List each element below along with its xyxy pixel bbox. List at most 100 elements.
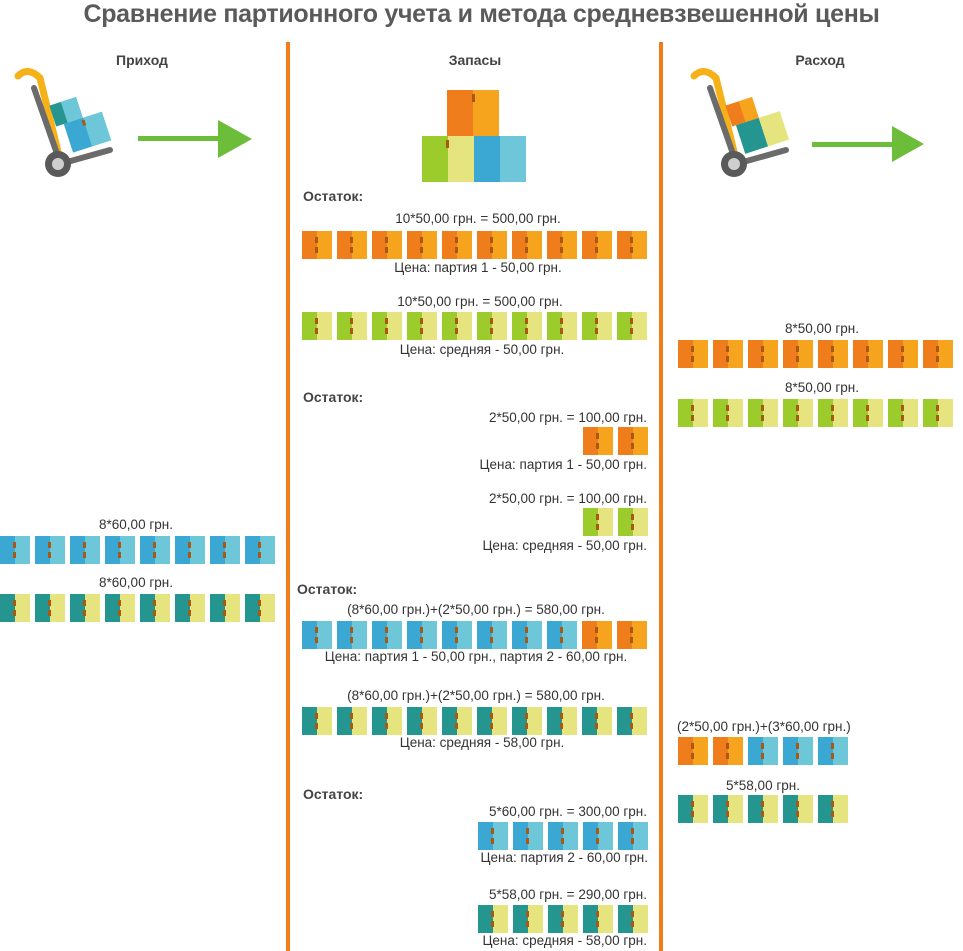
box-teal: [582, 707, 612, 735]
box-green: [302, 312, 332, 340]
stock-avg-price: Цена: средняя - 58,00 грн.: [482, 933, 647, 948]
outgoing-avg-label: 8*50,00 грн.: [785, 380, 859, 395]
column-heading-outgoing: Расход: [795, 52, 845, 68]
page-title: Сравнение партионного учета и метода сре…: [83, 0, 880, 28]
box-blue: [513, 822, 543, 850]
box-blue: [302, 621, 332, 649]
box-blue: [70, 536, 100, 564]
stock-avg-formula: 5*58,00 грн. = 290,00 грн.: [489, 887, 647, 902]
box-green: [748, 399, 778, 427]
box-green: [547, 312, 577, 340]
box-orange: [748, 340, 778, 368]
arrow-head-icon: [218, 120, 252, 158]
stock-batch-price: Цена: партия 1 - 50,00 грн., партия 2 - …: [324, 649, 628, 664]
arrow-right-icon: [812, 142, 900, 147]
box-blue: [583, 822, 613, 850]
box-row: [678, 795, 853, 823]
hand-truck-icon: [14, 68, 113, 177]
box-teal: [713, 795, 743, 823]
box-teal: [105, 594, 135, 622]
box-green: [923, 399, 953, 427]
box-teal: [337, 707, 367, 735]
stock-avg-formula: 2*50,00 грн. = 100,00 грн.: [489, 491, 647, 506]
box-blue: [337, 621, 367, 649]
box-blue: [618, 822, 648, 850]
stock-avg-price: Цена: средняя - 50,00 грн.: [399, 342, 565, 357]
box-orange: [713, 340, 743, 368]
box-green: [888, 399, 918, 427]
outgoing-avg-label: 5*58,00 грн.: [726, 778, 800, 793]
box-teal: [617, 707, 647, 735]
box-row: [478, 905, 653, 933]
remainder-heading: Остаток:: [303, 786, 364, 802]
box-orange: [678, 737, 708, 765]
box-row: [0, 594, 280, 622]
stock-batch-price: Цена: партия 2 - 60,00 грн.: [480, 850, 648, 865]
stock-avg-formula: (8*60,00 грн.)+(2*50,00 грн.) = 580,00 г…: [347, 688, 605, 703]
box-blue: [477, 621, 507, 649]
box-teal: [407, 707, 437, 735]
box-teal: [678, 795, 708, 823]
box-teal: [783, 795, 813, 823]
box-blue: [478, 822, 508, 850]
box-row: [302, 231, 652, 259]
box-orange: [582, 231, 612, 259]
box-blue: [512, 621, 542, 649]
boxes-stack-icon: [422, 90, 526, 182]
box-green: [512, 312, 542, 340]
stock-avg-price: Цена: средняя - 50,00 грн.: [482, 538, 647, 553]
box-blue: [548, 822, 578, 850]
box-orange: [512, 231, 542, 259]
column-heading-stock: Запасы: [448, 52, 502, 68]
box-orange: [617, 231, 647, 259]
box-teal: [477, 707, 507, 735]
box-blue: [783, 737, 813, 765]
box-orange: [337, 231, 367, 259]
column-heading-incoming: Приход: [116, 52, 168, 68]
box-orange: [372, 231, 402, 259]
box-teal: [547, 707, 577, 735]
box-green: [372, 312, 402, 340]
box-green: [618, 508, 648, 536]
box-orange: [678, 340, 708, 368]
box-teal: [372, 707, 402, 735]
box-green: [442, 312, 472, 340]
arrow-head-icon: [892, 126, 924, 162]
box-green: [783, 399, 813, 427]
box-blue: [210, 536, 240, 564]
box-orange: [713, 737, 743, 765]
box-orange: [923, 340, 953, 368]
stock-avg-price: Цена: средняя - 58,00 грн.: [399, 735, 565, 750]
box-teal: [302, 707, 332, 735]
box-teal: [548, 905, 578, 933]
box-orange: [888, 340, 918, 368]
stock-avg-formula: 10*50,00 грн. = 500,00 грн.: [397, 294, 563, 309]
box-orange: [442, 231, 472, 259]
box-teal: [442, 707, 472, 735]
box-orange: [407, 231, 437, 259]
box-teal: [478, 905, 508, 933]
box-blue: [748, 737, 778, 765]
stock-batch-formula: 10*50,00 грн. = 500,00 грн.: [395, 211, 561, 226]
box-blue: [105, 536, 135, 564]
box-orange: [617, 621, 647, 649]
box-blue: [140, 536, 170, 564]
box-orange: [818, 340, 848, 368]
box-teal: [818, 795, 848, 823]
box-row: [583, 427, 653, 455]
outgoing-batch-label: (2*50,00 грн.)+(3*60,00 грн.): [677, 719, 851, 734]
box-blue: [0, 536, 30, 564]
box-row: [583, 508, 653, 536]
box-green: [713, 399, 743, 427]
box-orange: [547, 231, 577, 259]
box-orange: [582, 621, 612, 649]
box-green: [853, 399, 883, 427]
box-blue: [175, 536, 205, 564]
box-teal: [512, 707, 542, 735]
box-teal: [0, 594, 30, 622]
box-green: [582, 312, 612, 340]
box-teal: [583, 905, 613, 933]
box-green: [818, 399, 848, 427]
hand-truck-icon: [690, 68, 790, 177]
box-teal: [35, 594, 65, 622]
